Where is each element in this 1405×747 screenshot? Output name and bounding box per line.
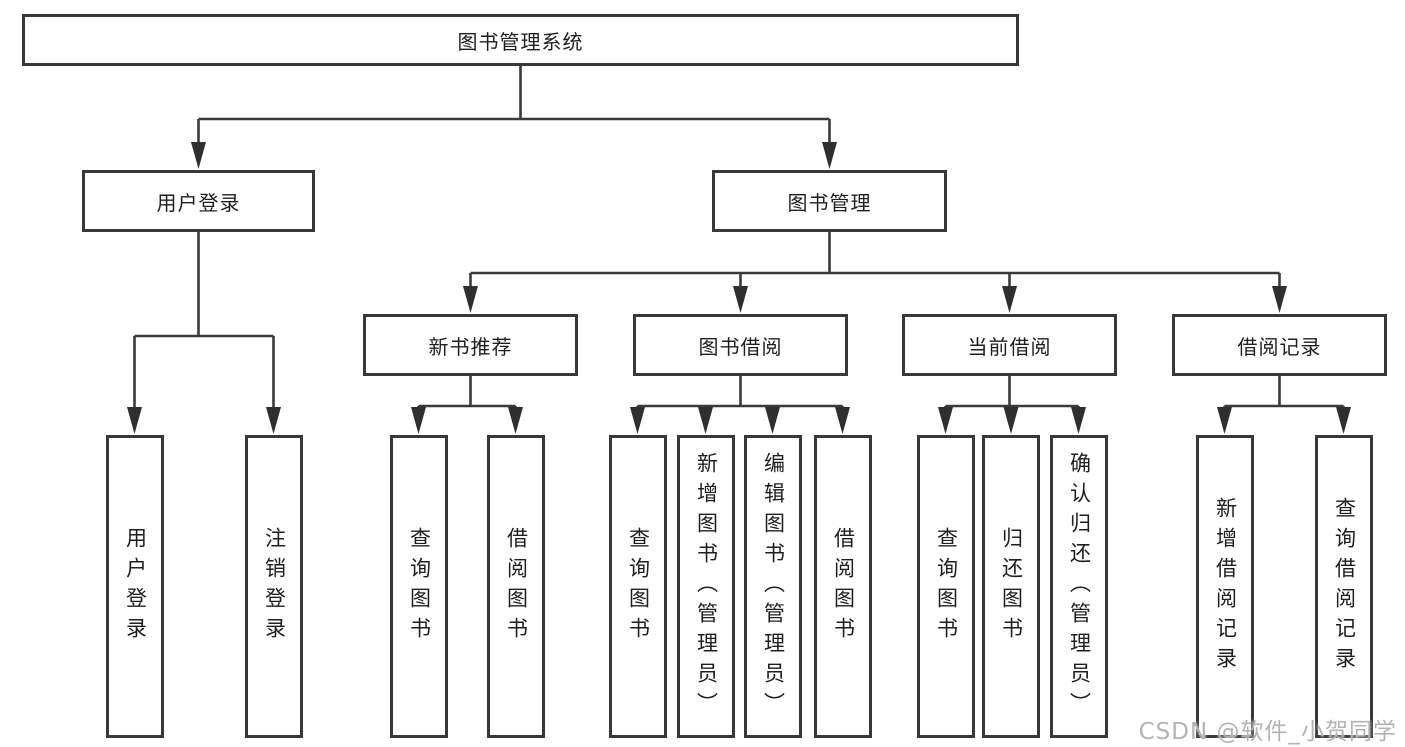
- connector-records: [1223, 376, 1345, 414]
- node-root-label: 图书管理系统: [457, 29, 584, 54]
- leaf-logout-label: 注销登录: [262, 526, 287, 647]
- node-new-book-recommend-label: 新书推荐: [428, 334, 513, 359]
- csdn-watermark: CSDN @软件_小贺同学: [1138, 719, 1397, 745]
- leaf-add-borrow-record-label: 新增借阅记录: [1213, 496, 1238, 677]
- leaf-edit-books-admin: 编辑图书（管理员）: [744, 435, 802, 738]
- leaf-confirm-return-admin: 确认归还（管理员）: [1050, 435, 1108, 738]
- leaf-recommend-borrow-books-label: 借阅图书: [504, 526, 529, 647]
- node-book-borrow: 图书借阅: [633, 314, 848, 376]
- leaf-recommend-borrow-books: 借阅图书: [487, 435, 545, 738]
- node-borrow-records: 借阅记录: [1172, 314, 1387, 376]
- node-book-borrow-label: 图书借阅: [698, 334, 783, 359]
- leaf-user-login: 用户登录: [106, 435, 164, 738]
- node-new-book-recommend: 新书推荐: [363, 314, 578, 376]
- leaf-borrow-query-books: 查询图书: [609, 435, 667, 738]
- connector-mgmt: [469, 232, 1281, 292]
- leaf-query-borrow-record-label: 查询借阅记录: [1332, 496, 1357, 677]
- leaf-recommend-query-books-label: 查询图书: [407, 526, 432, 647]
- leaf-edit-books-admin-label: 编辑图书（管理员）: [761, 451, 786, 722]
- leaf-current-query-books-label: 查询图书: [934, 526, 959, 647]
- leaf-recommend-query-books: 查询图书: [390, 435, 448, 738]
- leaf-current-query-books: 查询图书: [917, 435, 975, 738]
- leaf-borrow-query-books-label: 查询图书: [626, 526, 651, 647]
- leaf-query-borrow-record: 查询借阅记录: [1315, 435, 1373, 738]
- connector-borrow: [636, 376, 844, 414]
- leaf-return-books: 归还图书: [982, 435, 1040, 738]
- arrowheads: [127, 142, 1351, 434]
- node-book-management-label: 图书管理: [787, 190, 872, 215]
- leaf-borrow-books-label: 借阅图书: [831, 526, 856, 647]
- node-book-management: 图书管理: [712, 170, 947, 232]
- leaf-add-borrow-record: 新增借阅记录: [1196, 435, 1254, 738]
- leaf-logout: 注销登录: [245, 435, 303, 738]
- leaf-borrow-books: 借阅图书: [814, 435, 872, 738]
- connector-recommend: [417, 376, 517, 414]
- node-current-borrow: 当前借阅: [902, 314, 1117, 376]
- connector-root: [197, 66, 831, 148]
- leaf-return-books-label: 归还图书: [999, 526, 1024, 647]
- leaf-confirm-return-admin-label: 确认归还（管理员）: [1067, 451, 1092, 722]
- leaf-user-login-label: 用户登录: [123, 526, 148, 647]
- node-user-login-label: 用户登录: [156, 190, 241, 215]
- node-borrow-records-label: 借阅记录: [1237, 334, 1322, 359]
- node-current-borrow-label: 当前借阅: [967, 334, 1052, 359]
- leaf-add-books-admin-label: 新增图书（管理员）: [694, 451, 719, 722]
- node-root: 图书管理系统: [22, 14, 1019, 66]
- connector-login: [133, 232, 275, 412]
- node-user-login: 用户登录: [82, 170, 315, 232]
- leaf-add-books-admin: 新增图书（管理员）: [677, 435, 735, 738]
